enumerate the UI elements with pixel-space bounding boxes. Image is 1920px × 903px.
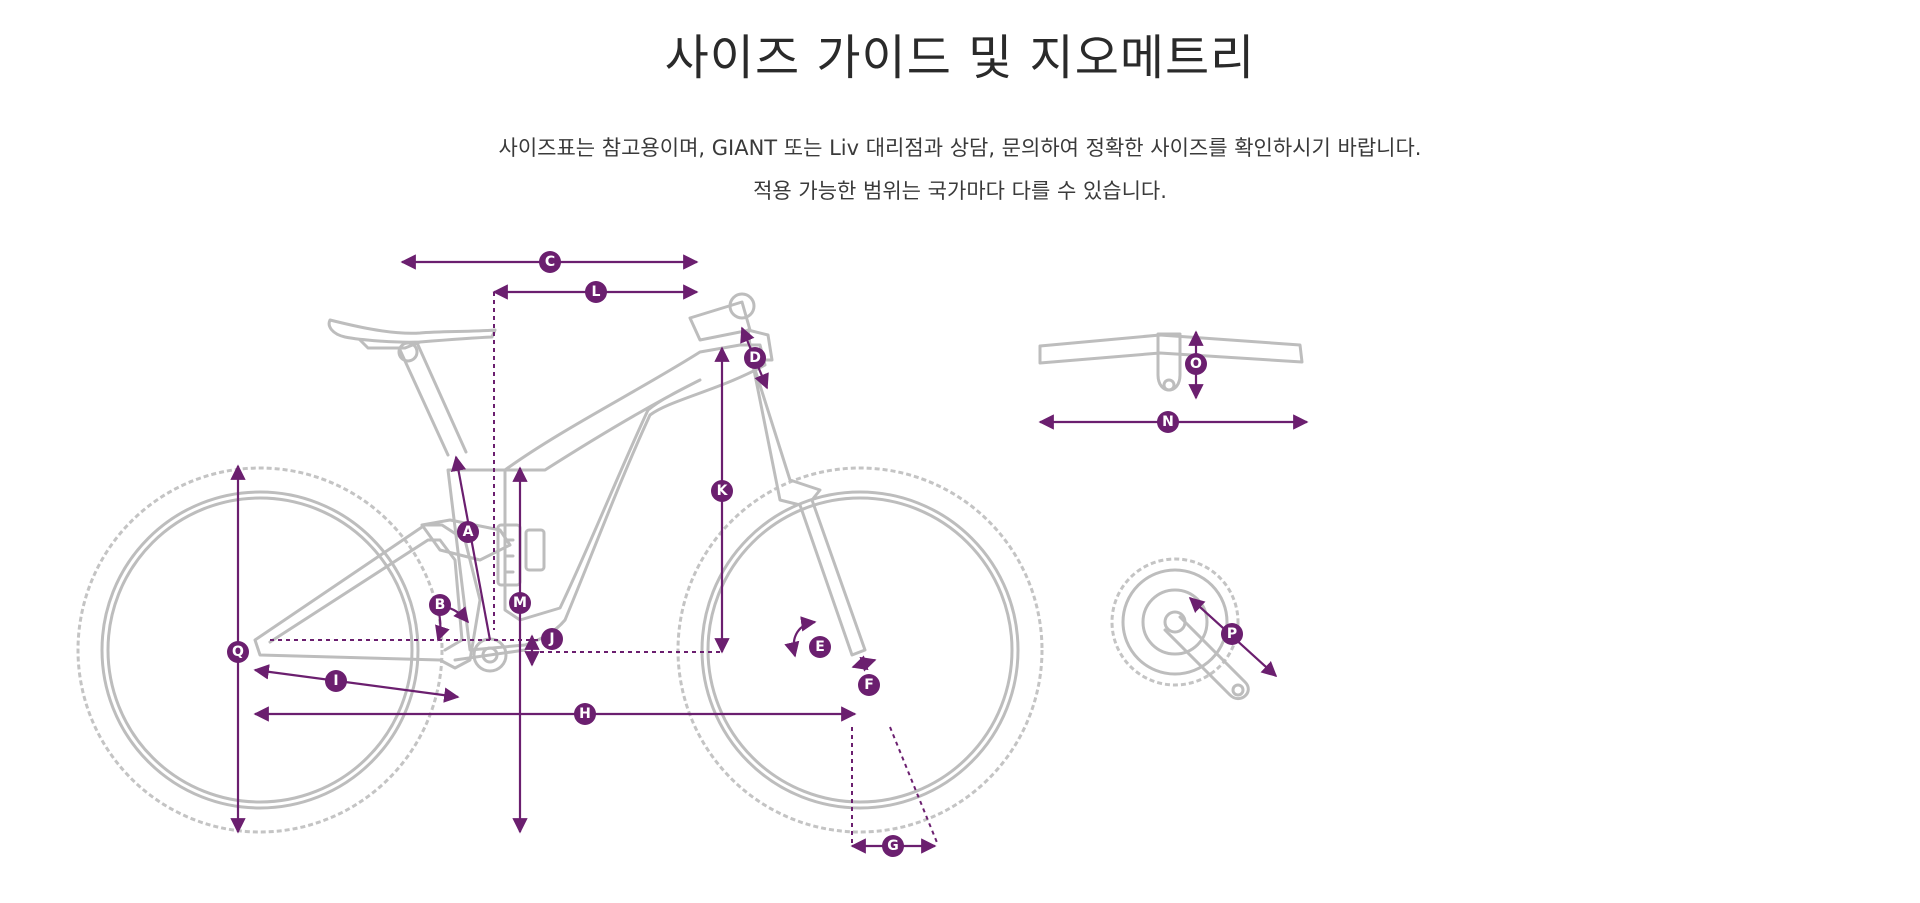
- svg-text:B: B: [435, 597, 446, 613]
- svg-text:L: L: [592, 284, 601, 300]
- svg-text:P: P: [1227, 626, 1237, 642]
- svg-text:N: N: [1162, 414, 1174, 430]
- front-wheel: [676, 466, 1044, 834]
- dimension-label-j: J: [541, 628, 563, 650]
- svg-text:H: H: [579, 706, 591, 722]
- dimension-label-b: B: [429, 594, 451, 616]
- rear-triangle: [253, 523, 482, 670]
- svg-text:O: O: [1190, 356, 1202, 372]
- svg-text:F: F: [864, 677, 874, 693]
- dimension-label-h: H: [574, 703, 596, 725]
- dimension-label-d: D: [744, 347, 766, 369]
- dimension-label-f: F: [858, 674, 880, 696]
- svg-text:D: D: [749, 350, 761, 366]
- svg-text:Q: Q: [232, 644, 244, 660]
- dimension-label-o: O: [1185, 353, 1207, 375]
- dimension-label-n: N: [1157, 411, 1179, 433]
- stem: [688, 300, 752, 342]
- bike-illustration: [76, 292, 1044, 834]
- dimension-label-k: K: [711, 480, 733, 502]
- svg-text:G: G: [887, 838, 899, 854]
- svg-text:E: E: [815, 639, 825, 655]
- rear-wheel: [76, 466, 444, 834]
- svg-text:I: I: [333, 673, 338, 689]
- svg-text:M: M: [513, 595, 527, 611]
- fork: [750, 358, 867, 657]
- dimension-label-e: E: [809, 636, 831, 658]
- dimension-label-m: M: [509, 592, 531, 614]
- svg-text:J: J: [548, 631, 554, 647]
- page-title: 사이즈 가이드 및 지오메트리: [664, 30, 1256, 86]
- dimension-label-c: C: [539, 251, 561, 273]
- front-triangle: [446, 343, 767, 652]
- seatpost: [398, 343, 468, 457]
- regional-note: 적용 가능한 범위는 국가마다 다를 수 있습니다.: [753, 179, 1167, 203]
- handlebar-illustration: [1038, 332, 1304, 392]
- dimension-label-g: G: [882, 835, 904, 857]
- svg-text:K: K: [717, 483, 729, 499]
- rocker-link: [420, 518, 512, 562]
- dimension-label-l: L: [585, 281, 607, 303]
- saddle: [327, 318, 497, 344]
- dimension-label-i: I: [325, 670, 347, 692]
- svg-text:C: C: [545, 254, 555, 270]
- dimension-label-p: P: [1221, 623, 1243, 645]
- dimension-label-q: Q: [227, 641, 249, 663]
- dimension-label-a: A: [457, 521, 479, 543]
- svg-text:A: A: [463, 524, 474, 540]
- size-guide-note: 사이즈표는 참고용이며, GIANT 또는 Liv 대리점과 상담, 문의하여 …: [498, 136, 1422, 160]
